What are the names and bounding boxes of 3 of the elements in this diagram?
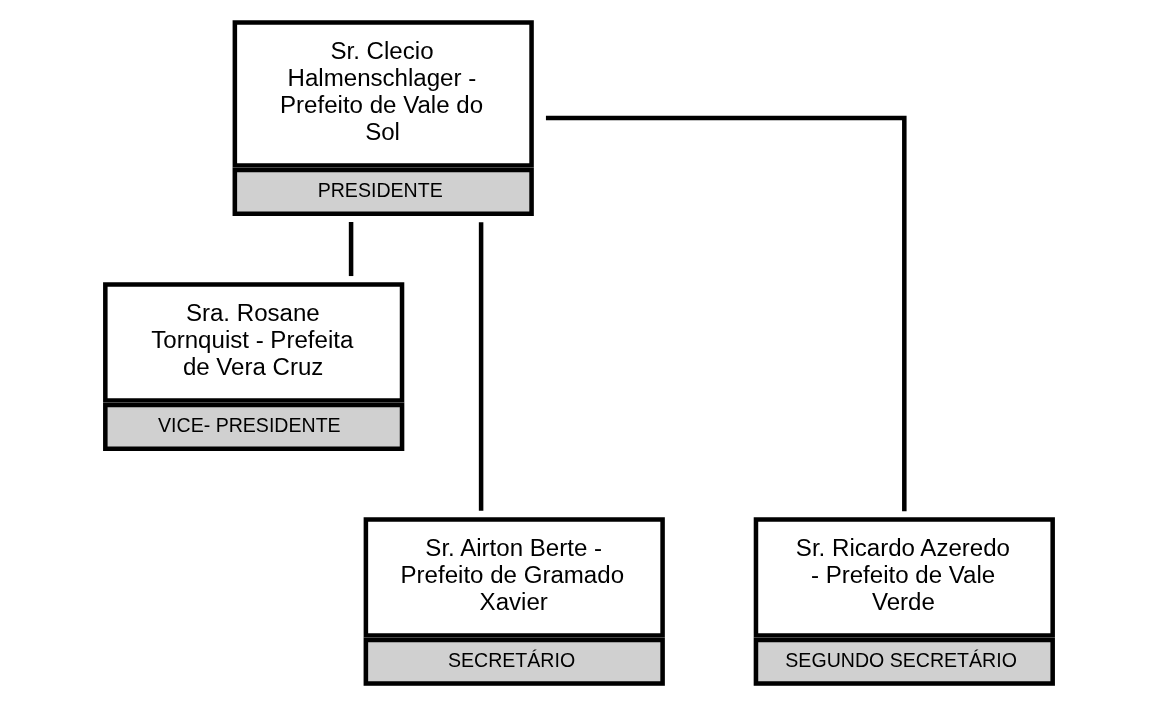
connector [478,222,483,511]
connector [545,115,907,512]
connector [348,222,353,277]
